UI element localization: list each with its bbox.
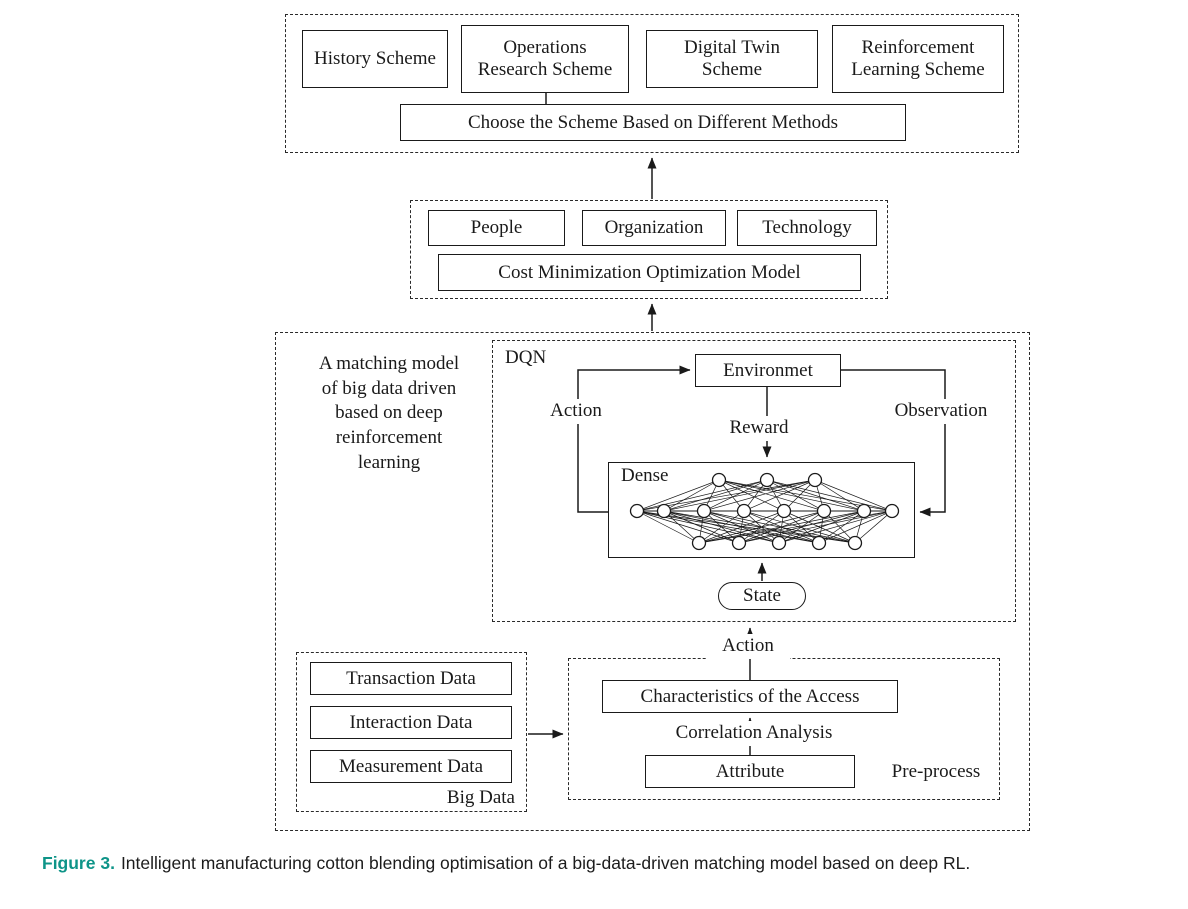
transaction-data-label: Transaction Data xyxy=(346,667,476,689)
dense-network-diagram xyxy=(629,472,900,551)
big-data-group-label: Big Data xyxy=(446,787,515,808)
interaction-data-label: Interaction Data xyxy=(349,711,473,733)
history-scheme-box: History Scheme xyxy=(302,30,448,88)
reward-label: Reward xyxy=(722,416,796,441)
dqn-container xyxy=(492,340,1016,622)
matching-model-container xyxy=(275,332,1030,831)
scheme-section-container xyxy=(285,14,1019,153)
preprocess-group-label: Pre-process xyxy=(891,761,981,782)
reinforcement-learning-scheme-label: Reinforcement Learning Scheme xyxy=(851,37,985,80)
big-data-container xyxy=(296,652,527,812)
characteristics-box: Characteristics of the Access xyxy=(602,680,898,713)
attribute-box: Attribute xyxy=(645,755,855,788)
reinforcement-learning-scheme-box: Reinforcement Learning Scheme xyxy=(832,25,1004,93)
action-upper-label: Action xyxy=(534,399,618,424)
operations-research-scheme-box: Operations Research Scheme xyxy=(461,25,629,93)
figure-caption: Figure 3.Intelligent manufacturing cotto… xyxy=(42,853,1164,874)
figure-caption-number: Figure 3. xyxy=(42,853,115,873)
dense-network-box: Dense xyxy=(608,462,915,558)
cost-minimization-model-label: Cost Minimization Optimization Model xyxy=(498,261,801,283)
interaction-data-box: Interaction Data xyxy=(310,706,512,739)
attribute-label: Attribute xyxy=(715,760,785,782)
operations-research-scheme-label: Operations Research Scheme xyxy=(477,37,613,80)
organization-box: Organization xyxy=(582,210,726,246)
environment-box: Environmet xyxy=(695,354,841,387)
environment-label: Environmet xyxy=(723,359,813,381)
measurement-data-box: Measurement Data xyxy=(310,750,512,783)
digital-twin-scheme-box: Digital Twin Scheme xyxy=(646,30,818,88)
people-box: People xyxy=(428,210,565,246)
observation-label: Observation xyxy=(876,399,1006,424)
people-label: People xyxy=(470,217,523,239)
cost-minimization-model-box: Cost Minimization Optimization Model xyxy=(438,254,861,291)
choose-scheme-box: Choose the Scheme Based on Different Met… xyxy=(400,104,906,141)
state-label: State xyxy=(743,585,781,607)
technology-label: Technology xyxy=(762,217,852,239)
action-lower-label: Action xyxy=(706,634,790,659)
history-scheme-label: History Scheme xyxy=(314,48,436,70)
dqn-title: DQN xyxy=(505,347,547,368)
matching-model-side-label: A matching model of big data driven base… xyxy=(318,353,460,473)
optimization-section-container xyxy=(410,200,888,299)
transaction-data-box: Transaction Data xyxy=(310,662,512,695)
organization-label: Organization xyxy=(604,217,704,239)
measurement-data-label: Measurement Data xyxy=(338,755,484,777)
correlation-analysis-label: Correlation Analysis xyxy=(652,721,856,746)
dense-label: Dense xyxy=(621,465,669,486)
characteristics-label: Characteristics of the Access xyxy=(640,685,860,707)
digital-twin-scheme-label: Digital Twin Scheme xyxy=(684,37,780,80)
choose-scheme-label: Choose the Scheme Based on Different Met… xyxy=(467,111,839,133)
state-box: State xyxy=(718,582,806,610)
figure-caption-text: Intelligent manufacturing cotton blendin… xyxy=(120,853,971,873)
technology-box: Technology xyxy=(737,210,877,246)
